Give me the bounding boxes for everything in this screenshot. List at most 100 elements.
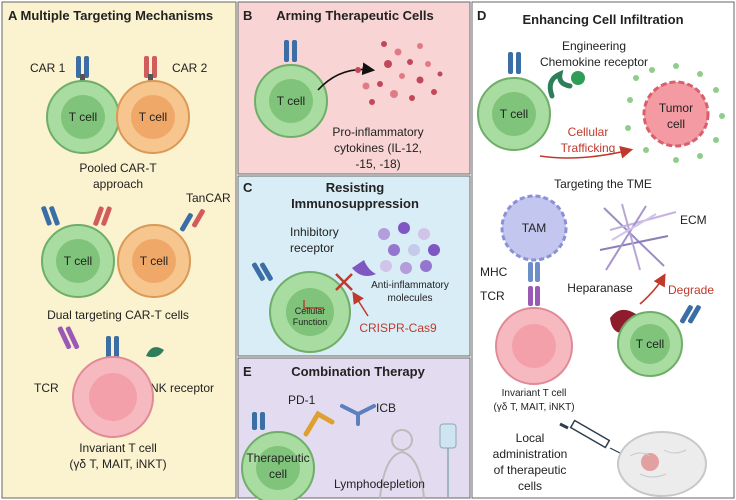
tam-label: TAM xyxy=(522,221,546,235)
tcell-label-d2: T cell xyxy=(636,337,664,351)
ecm-fibers-icon xyxy=(599,203,677,271)
car1-label: CAR 1 xyxy=(30,61,66,75)
tcell-green-pooled xyxy=(46,80,120,154)
panel-e-letter: E xyxy=(243,364,252,379)
local-admin-line3: of therapeutic xyxy=(494,463,567,477)
cytokines-icon xyxy=(355,41,443,105)
panel-b-heading: Arming Therapeutic Cells xyxy=(276,8,433,23)
tcell-label-b: T cell xyxy=(277,94,305,108)
trafficking-label-line2: Trafficking xyxy=(561,141,616,155)
tumor-label-line2: cell xyxy=(667,117,685,131)
dual-receptors-icon xyxy=(41,206,205,232)
mhc-label: MHC xyxy=(480,265,508,279)
invariant-tcell xyxy=(72,356,154,438)
iv-bag-icon xyxy=(439,423,457,498)
tam-cell-icon xyxy=(500,194,568,262)
ecm-label: ECM xyxy=(680,213,707,227)
engineering-label-line1: Engineering xyxy=(562,39,626,53)
icb-label: ICB xyxy=(376,401,396,415)
tancar-label: TanCAR xyxy=(186,191,231,205)
cytokines-label-line2: cytokines (IL-12, xyxy=(334,141,422,155)
invariant-receptors-icon xyxy=(57,326,164,360)
car2-receptor-icon xyxy=(144,56,157,84)
car-receptor-icon-d xyxy=(508,52,521,74)
lymphodepletion-label: Lymphodepletion xyxy=(334,477,425,491)
secretion-arrow xyxy=(317,62,376,91)
tcell-label-dual-2: T cell xyxy=(140,254,168,268)
invariant-d-label-line1: Invariant T cell xyxy=(502,388,567,399)
tcr-label-d: TCR xyxy=(480,289,505,303)
crispr-arrow xyxy=(352,291,369,317)
tcell-c xyxy=(269,271,351,353)
crispr-label: CRISPR-Cas9 xyxy=(359,321,437,335)
car2-label: CAR 2 xyxy=(172,61,208,75)
anti-inflammatory-molecules-icon xyxy=(378,222,440,274)
local-admin-line2: administration xyxy=(493,447,568,461)
tcell-orange-dual xyxy=(117,224,191,298)
invariant-d-label-line2: (γδ T, MAIT, iNKT) xyxy=(493,402,574,413)
pd1-receptor-icon xyxy=(303,410,335,437)
tcell-label-pooled-1: T cell xyxy=(69,110,97,124)
chemokine-dots-icon xyxy=(625,63,725,163)
trafficking-arrow xyxy=(539,146,634,159)
car-receptor-icon-b xyxy=(284,40,297,62)
therapeutic-label-line2: cell xyxy=(269,467,287,481)
cellular-label-line2: Function xyxy=(293,317,328,327)
panel-d-letter: D xyxy=(477,8,486,23)
panel-c-heading-line2: Immunosuppression xyxy=(291,196,419,211)
local-admin-line1: Local xyxy=(516,431,545,445)
invariant-label-line2: (γδ T, MAIT, iNKT) xyxy=(69,457,166,471)
tcell-green-dual xyxy=(41,224,115,298)
cellular-label-line1: Cellular xyxy=(295,306,326,316)
tcr-label: TCR xyxy=(34,381,59,395)
panel-a-title: A Multiple Targeting Mechanisms xyxy=(8,8,213,23)
anti-inflammatory-label-line1: Anti-inflammatory xyxy=(371,280,449,291)
invariant-label-line1: Invariant T cell xyxy=(79,441,157,455)
tcell-label-dual-1: T cell xyxy=(64,254,92,268)
local-admin-line4: cells xyxy=(518,479,542,493)
panel-d-heading: Enhancing Cell Infiltration xyxy=(522,12,683,27)
car-receptor-icon-e xyxy=(252,412,265,430)
tcell-b xyxy=(254,64,328,138)
engineering-label-line2: Chemokine receptor xyxy=(540,55,648,69)
inhibition-line xyxy=(303,300,324,309)
invariant-tcell-d xyxy=(495,307,573,385)
panel-b-letter: B xyxy=(243,8,252,23)
brain-icon xyxy=(617,431,707,497)
pd1-label: PD-1 xyxy=(288,393,316,407)
tcell-label-pooled-2: T cell xyxy=(139,110,167,124)
inhibitory-receptor-icon xyxy=(335,260,376,291)
anti-inflammatory-label-line2: molecules xyxy=(387,293,432,304)
tumor-label-line1: Tumor xyxy=(659,101,693,115)
therapeutic-cell xyxy=(241,431,315,500)
heparanase-label: Heparanase xyxy=(567,281,633,295)
tcell-label-d: T cell xyxy=(500,107,528,121)
tumor-cell-icon xyxy=(642,80,710,148)
tme-label: Targeting the TME xyxy=(554,177,652,191)
cytokines-label-line1: Pro-inflammatory xyxy=(332,125,423,139)
mhc-tcr-complex-icon xyxy=(528,262,540,306)
dual-label: Dual targeting CAR-T cells xyxy=(47,308,189,322)
panel-c-letter: C xyxy=(243,180,253,195)
panel-e-heading: Combination Therapy xyxy=(291,364,425,379)
therapeutic-label-line1: Therapeutic xyxy=(246,451,309,465)
inhibitory-label-line2: receptor xyxy=(290,241,334,255)
pooled-label-line1: Pooled CAR-T xyxy=(79,161,157,175)
antibody-icb-icon xyxy=(340,404,376,426)
tcell-d2 xyxy=(617,311,683,377)
trafficking-label-line1: Cellular xyxy=(568,125,609,139)
inhibitory-label-line1: Inhibitory xyxy=(290,225,339,239)
tcell-orange-pooled xyxy=(116,80,190,154)
degrade-arrow xyxy=(639,273,666,305)
pooled-label-line2: approach xyxy=(93,177,143,191)
panel-c-heading-line1: Resisting xyxy=(326,180,385,195)
chemokine-receptor-icon xyxy=(547,69,585,99)
tcell-d xyxy=(477,77,551,151)
car-receptor-icon-d2 xyxy=(679,305,701,324)
car1-receptor-icon xyxy=(76,56,89,84)
cytokines-label-line3: -15, -18) xyxy=(355,157,400,171)
car-receptor-icon-c xyxy=(252,262,273,281)
nk-receptor-label: NK receptor xyxy=(150,381,214,395)
